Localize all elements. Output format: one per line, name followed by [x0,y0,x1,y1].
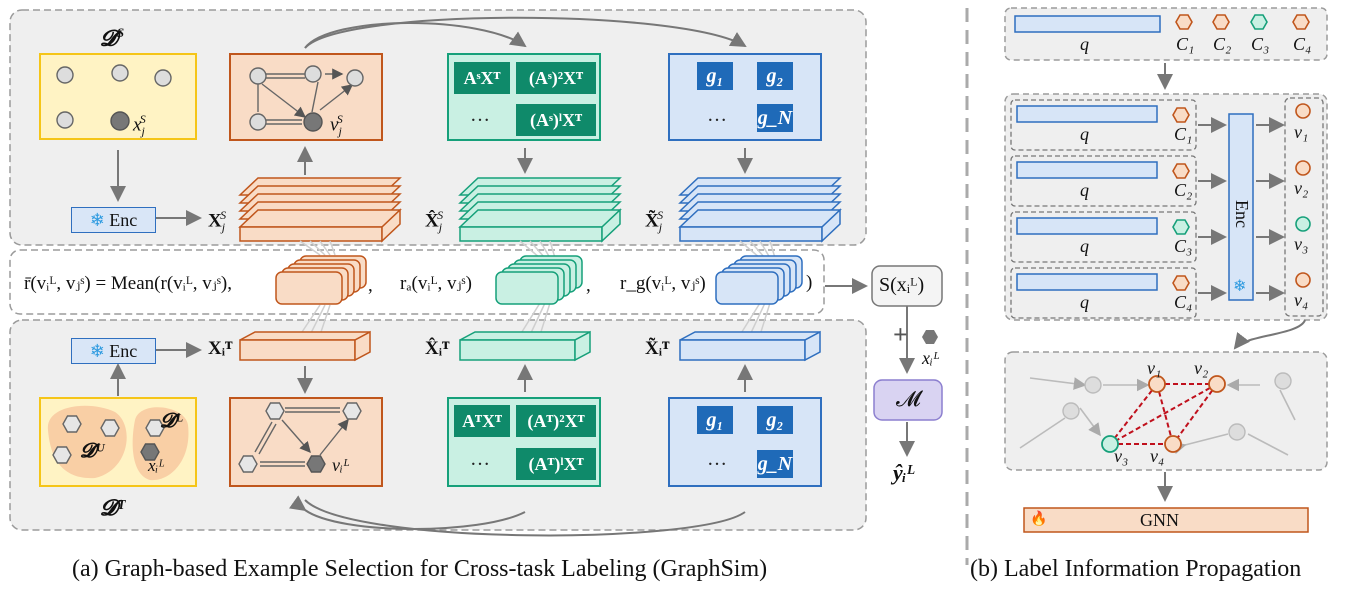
source-encoder: ❄ Enc [71,207,156,233]
score-label: S(xᵢᴸ) [879,274,925,296]
target-agg-bar [459,330,591,362]
snowflake-icon: ❄ [1233,278,1247,295]
matrix-tile-1: AˢXᵀ [454,62,510,94]
filter-tile-1: g₁ [697,62,733,90]
cand-label-2: C₂ [1213,34,1232,54]
graph-block [1004,351,1328,471]
snowflake-icon: ❄ [89,341,105,361]
comma-1: , [368,275,373,296]
filter-tile-3: g_N [757,104,793,132]
labeled-dataset-label: 𝓓ᴸ [160,410,183,432]
bottom-panel [9,319,867,531]
comma-2: , [586,275,591,296]
snowflake-icon: ❄ [89,210,105,230]
source-feature-stack [238,177,402,243]
graph-v3: v₃ [1114,446,1129,466]
source-graph-node-label: vjS [330,112,343,139]
matrix-tile-3: (Aˢ)ˡXᵀ [516,104,596,136]
row-q-4: q [1080,292,1089,312]
target-filter-tile-2: g₂ [757,406,793,434]
row-q-3: q [1080,236,1089,256]
close-paren: ) [806,272,813,293]
caption-b: (b) Label Information Propagation [970,556,1302,582]
flame-icon: 🔥 [1030,512,1048,527]
target-filter-tile-1: g₁ [697,406,733,434]
target-filter-tile-3: g_N [757,450,793,478]
target-filter-ellipsis: … [707,448,727,470]
matrix-ellipsis: … [470,104,490,126]
target-matrix-tile-1: AᵀXᵀ [454,405,510,437]
encoder-column-label: Enc [1232,200,1252,228]
target-matrix-tile-3: (Aᵀ)ˡXᵀ [516,448,596,480]
row-c-2: C₂ [1174,180,1193,200]
target-filter-box [668,397,822,487]
row-c-3: C₃ [1174,236,1193,256]
prediction-label: ŷᵢᴸ [893,460,915,485]
source-agg-label: X̂jS [425,208,444,235]
target-matrix-tile-2: (Aᵀ)²Xᵀ [516,405,596,437]
graph-v1: v₁ [1147,358,1162,378]
source-filter-box [668,53,822,141]
target-graph-node-label: vᵢᴸ [332,455,351,475]
target-agg-label: X̂ᵢᵀ [425,338,450,359]
target-filtered-label: X̃ᵢᵀ [645,338,670,359]
source-filtered-label: X̃jS [645,208,664,235]
target-matrix-ellipsis: … [470,448,490,470]
unlabeled-dataset-label: 𝓓ᵁ [80,440,105,462]
out-v3: v₃ [1294,234,1309,254]
propagation-edges [1109,383,1218,445]
cand-label-1: C₁ [1176,34,1195,54]
middle-band [9,249,825,315]
gnn-box [1023,507,1309,533]
source-filtered-stack [678,177,842,243]
mean-sim-expr: r̄(vᵢᴸ, vⱼˢ) = Mean(r(vᵢᴸ, vⱼˢ), [24,273,232,294]
mean-sim-cards [275,255,367,305]
agg-sim-cards [495,255,583,305]
out-v2: v₂ [1294,178,1309,198]
curve-bottom-2 [304,499,746,537]
target-query-label: xᵢᴸ [148,456,166,475]
encoder-column [1228,113,1254,301]
query-label: xᵢᴸ [922,348,941,368]
filter-tile-2: g₂ [757,62,793,90]
target-dataset-label: 𝓓ᵀ [100,495,125,520]
row-c-1: C₁ [1174,124,1193,144]
out-v4: v₄ [1294,290,1309,310]
source-dataset-label: 𝓓S [100,25,125,51]
source-feature-label: XjS [208,208,227,235]
query-hex-icon [922,330,938,344]
target-feature-label: Xᵢᵀ [208,338,233,359]
filter-sim-cards [715,255,803,305]
rg-expr: r_g(vᵢᴸ, vⱼˢ) [620,273,706,294]
ra-expr: rₐ(vᵢᴸ, vⱼˢ) [400,273,472,294]
row-q-2: q [1080,180,1089,200]
target-feature-bar [239,330,371,362]
cand-label-3: C₃ [1251,34,1270,54]
model-label: 𝓜 [896,386,921,411]
target-encoder: ❄ Enc [71,338,156,364]
graph-v4: v₄ [1150,446,1165,466]
row-c-4: C₄ [1174,292,1193,312]
filter-ellipsis: … [707,104,727,126]
cand-label-4: C₄ [1293,34,1312,54]
query-q-label: q [1080,34,1089,54]
gnn-label: GNN [1140,510,1179,530]
out-v1: v₁ [1294,122,1309,142]
candidate-rows [1010,99,1197,319]
target-filtered-bar [679,330,821,362]
row-q-1: q [1080,124,1089,144]
source-node-label: xjS [133,112,146,139]
matrix-tile-2: (Aˢ)²Xᵀ [516,62,596,94]
plus-sign: + [893,320,908,349]
graph-v2: v₂ [1194,358,1209,378]
caption-a: (a) Graph-based Example Selection for Cr… [72,556,768,582]
source-agg-stack [458,177,622,243]
model-box [873,379,943,421]
top-panel [9,9,867,246]
